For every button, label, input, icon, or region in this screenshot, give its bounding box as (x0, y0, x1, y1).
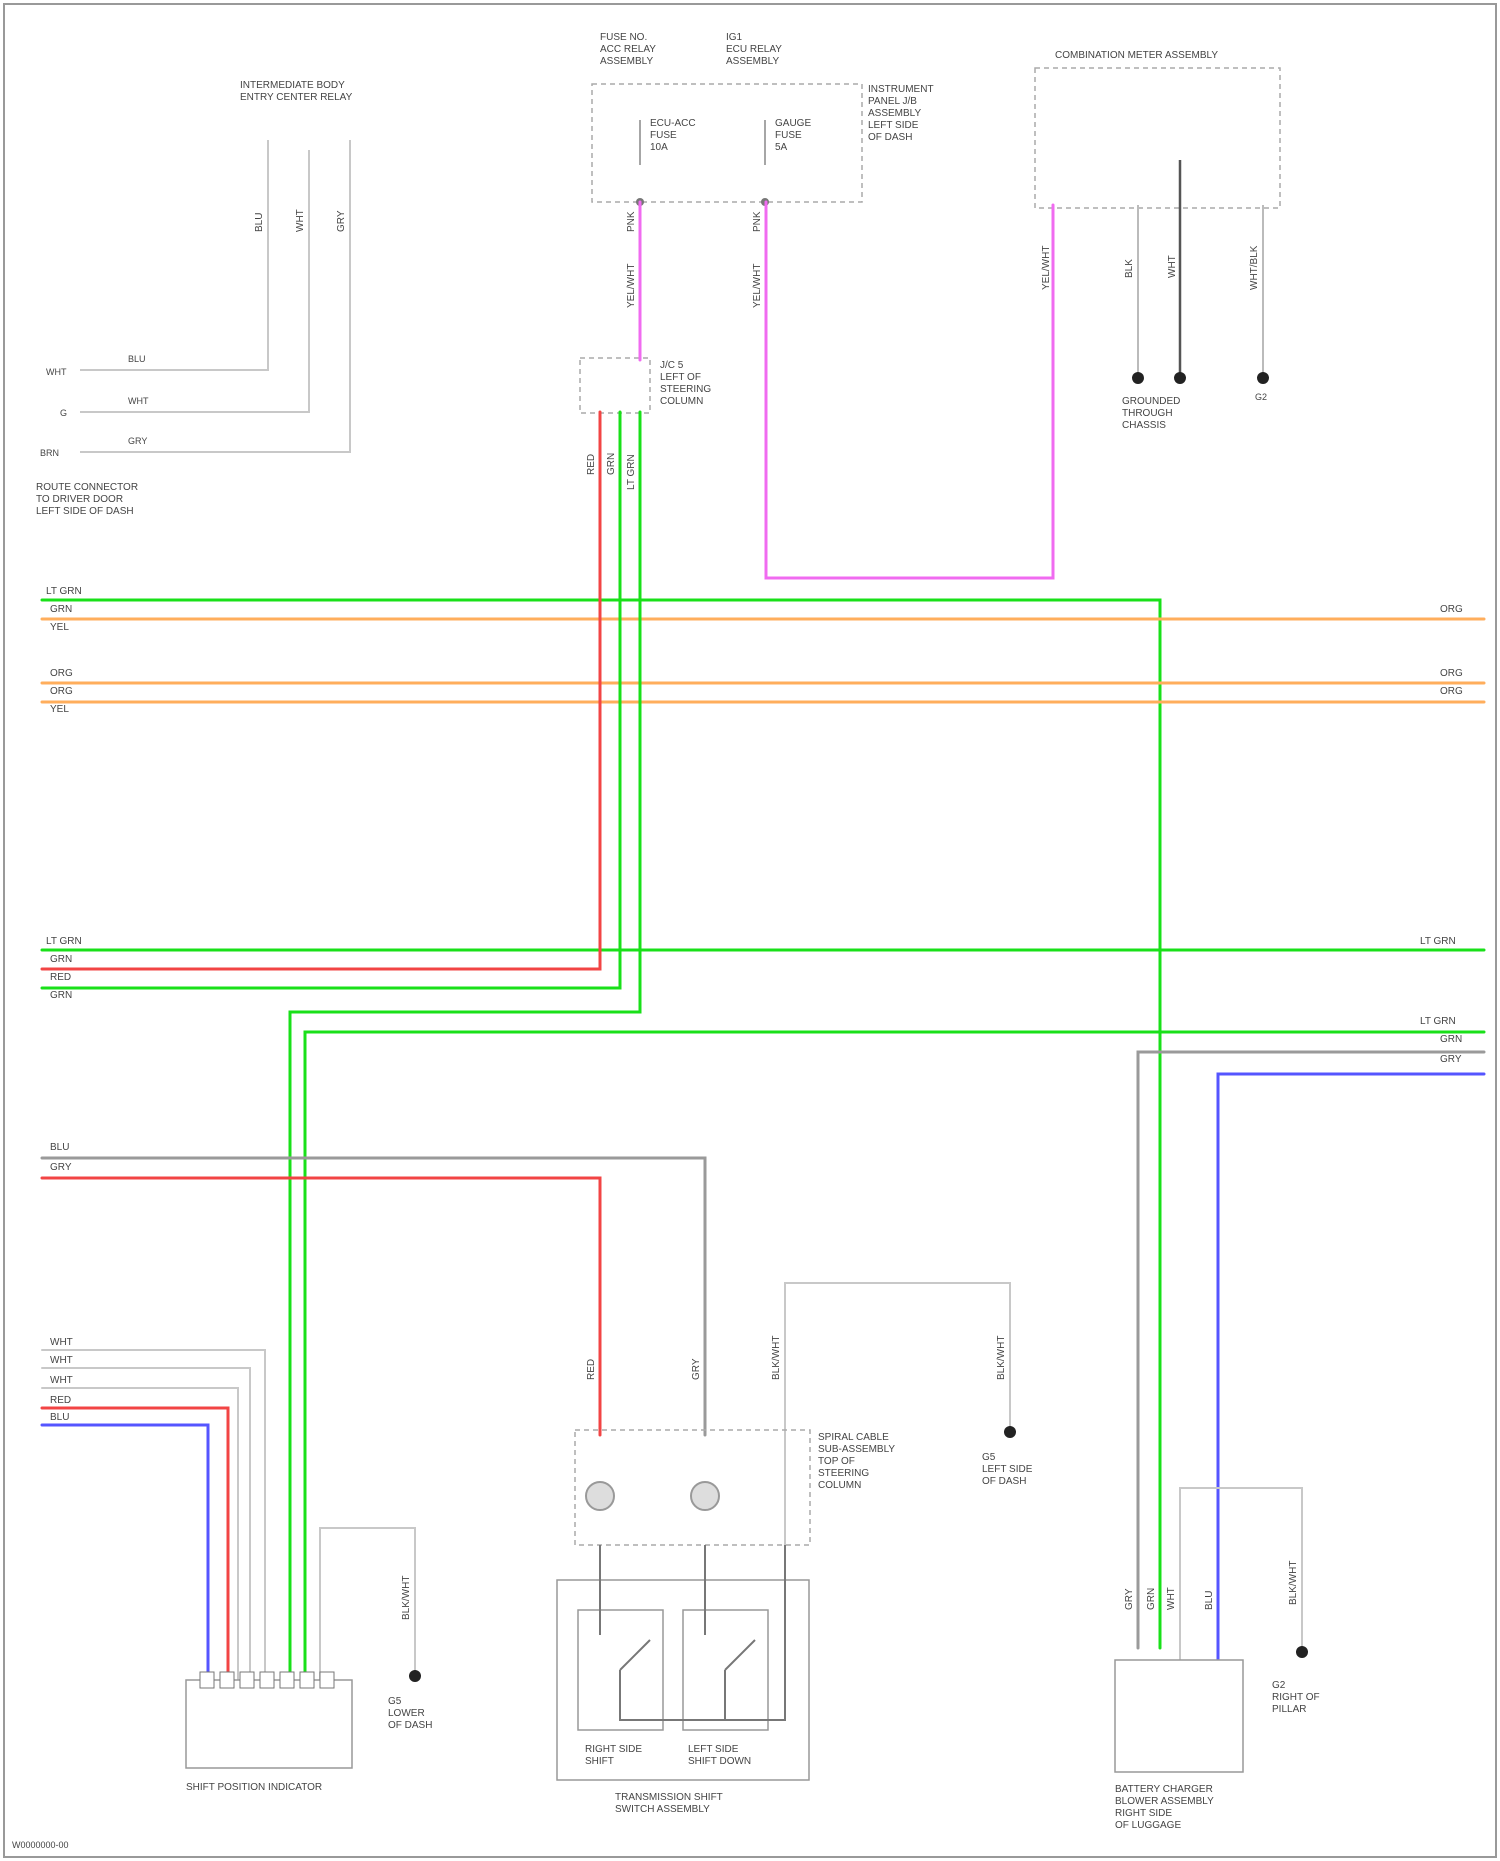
ref-row-1: WHT (46, 367, 67, 377)
bus-label-org-1: ORG (50, 668, 73, 679)
wiring-harness (42, 202, 1484, 1688)
ref-wire-label-3: GRY (336, 210, 347, 232)
battery-wire-3: WHT (1166, 1587, 1177, 1610)
figure-id: W0000000-00 (12, 1840, 69, 1850)
bus-label-red-1: RED (50, 972, 71, 983)
ref-wire-label-1: BLU (254, 213, 265, 232)
meter-wire-3: WHT/BLK (1249, 245, 1260, 290)
bus-label-lt-grn-1: LT GRN (46, 586, 82, 597)
battery-wire-1: GRY (1124, 1588, 1135, 1610)
paddle-wire-1: RED (586, 1359, 597, 1380)
meter-wire-4: YEL/WHT (1041, 246, 1052, 290)
bus-label-lt-grn-right-2: LT GRN (1420, 1016, 1456, 1027)
junction-wire-1: RED (586, 454, 597, 475)
battery-blower-box (1115, 1660, 1243, 1772)
shift-indicator-label: SHIFT POSITION INDICATOR (186, 1782, 322, 1793)
ref-row-text-3: GRY (128, 436, 147, 446)
battery-wire-2: GRN (1146, 1588, 1157, 1610)
bus-label-wht-1: WHT (50, 1337, 73, 1348)
bus-label-grn-2: GRN (50, 954, 72, 965)
bus-label-wht-3: WHT (50, 1375, 73, 1386)
bus-label-grn-1: GRN (50, 604, 72, 615)
meter-ground-g: G2 (1255, 392, 1267, 402)
bus-label-grn-right: GRN (1440, 1034, 1462, 1045)
bus-label-blu-1: BLU (50, 1142, 69, 1153)
fuse-wire-1: PNK (626, 211, 637, 232)
combination-meter-outline (1035, 68, 1280, 208)
bus-label-org-right-2: ORG (1440, 668, 1463, 679)
junction-wire-3: LT GRN (626, 454, 637, 490)
battery-wire-4: BLU (1204, 1591, 1215, 1610)
bus-label-grn-3: GRN (50, 990, 72, 1001)
instrument-panel-jb-outline (592, 84, 862, 202)
fuse-wire-2: PNK (752, 211, 763, 232)
meter-wire-1: BLK (1124, 259, 1135, 278)
bus-label-gry-right: GRY (1440, 1054, 1462, 1065)
ref-row-text-2: WHT (128, 396, 149, 406)
ref-row-2: G (60, 408, 67, 418)
bus-label-gry-1: GRY (50, 1162, 72, 1173)
bus-label-org-right-3: ORG (1440, 686, 1463, 697)
bus-label-yel-1: YEL (50, 622, 69, 633)
bus-label-blu-2: BLU (50, 1412, 69, 1423)
fuse-wire-4: YEL/WHT (752, 264, 763, 308)
ref-row-text-1: BLU (128, 354, 146, 364)
combination-meter-label: COMBINATION METER ASSEMBLY (1055, 50, 1218, 61)
paddle-wire-2: GRY (691, 1358, 702, 1380)
bus-label-org-right-1: ORG (1440, 604, 1463, 615)
ref-row-3: BRN (40, 448, 59, 458)
shift-indicator-box (186, 1680, 352, 1768)
spiral-ground-wire: BLK/WHT (996, 1336, 1007, 1380)
junction-outline (580, 358, 650, 413)
bus-label-lt-grn-2: LT GRN (46, 936, 82, 947)
battery-ground-wire: BLK/WHT (1288, 1561, 1299, 1605)
shift-ground-wire: BLK/WHT (401, 1576, 412, 1620)
bus-label-yel-2: YEL (50, 704, 69, 715)
bus-label-wht-2: WHT (50, 1355, 73, 1366)
bus-label-lt-grn-right: LT GRN (1420, 936, 1456, 947)
bus-label-red-2: RED (50, 1395, 71, 1406)
junction-wire-2: GRN (606, 453, 617, 475)
bus-label-org-2: ORG (50, 686, 73, 697)
ref-wire-label-2: WHT (295, 209, 306, 232)
meter-wire-2: WHT (1167, 255, 1178, 278)
paddle-wire-3: BLK/WHT (771, 1336, 782, 1380)
fuse-wire-3: YEL/WHT (626, 264, 637, 308)
